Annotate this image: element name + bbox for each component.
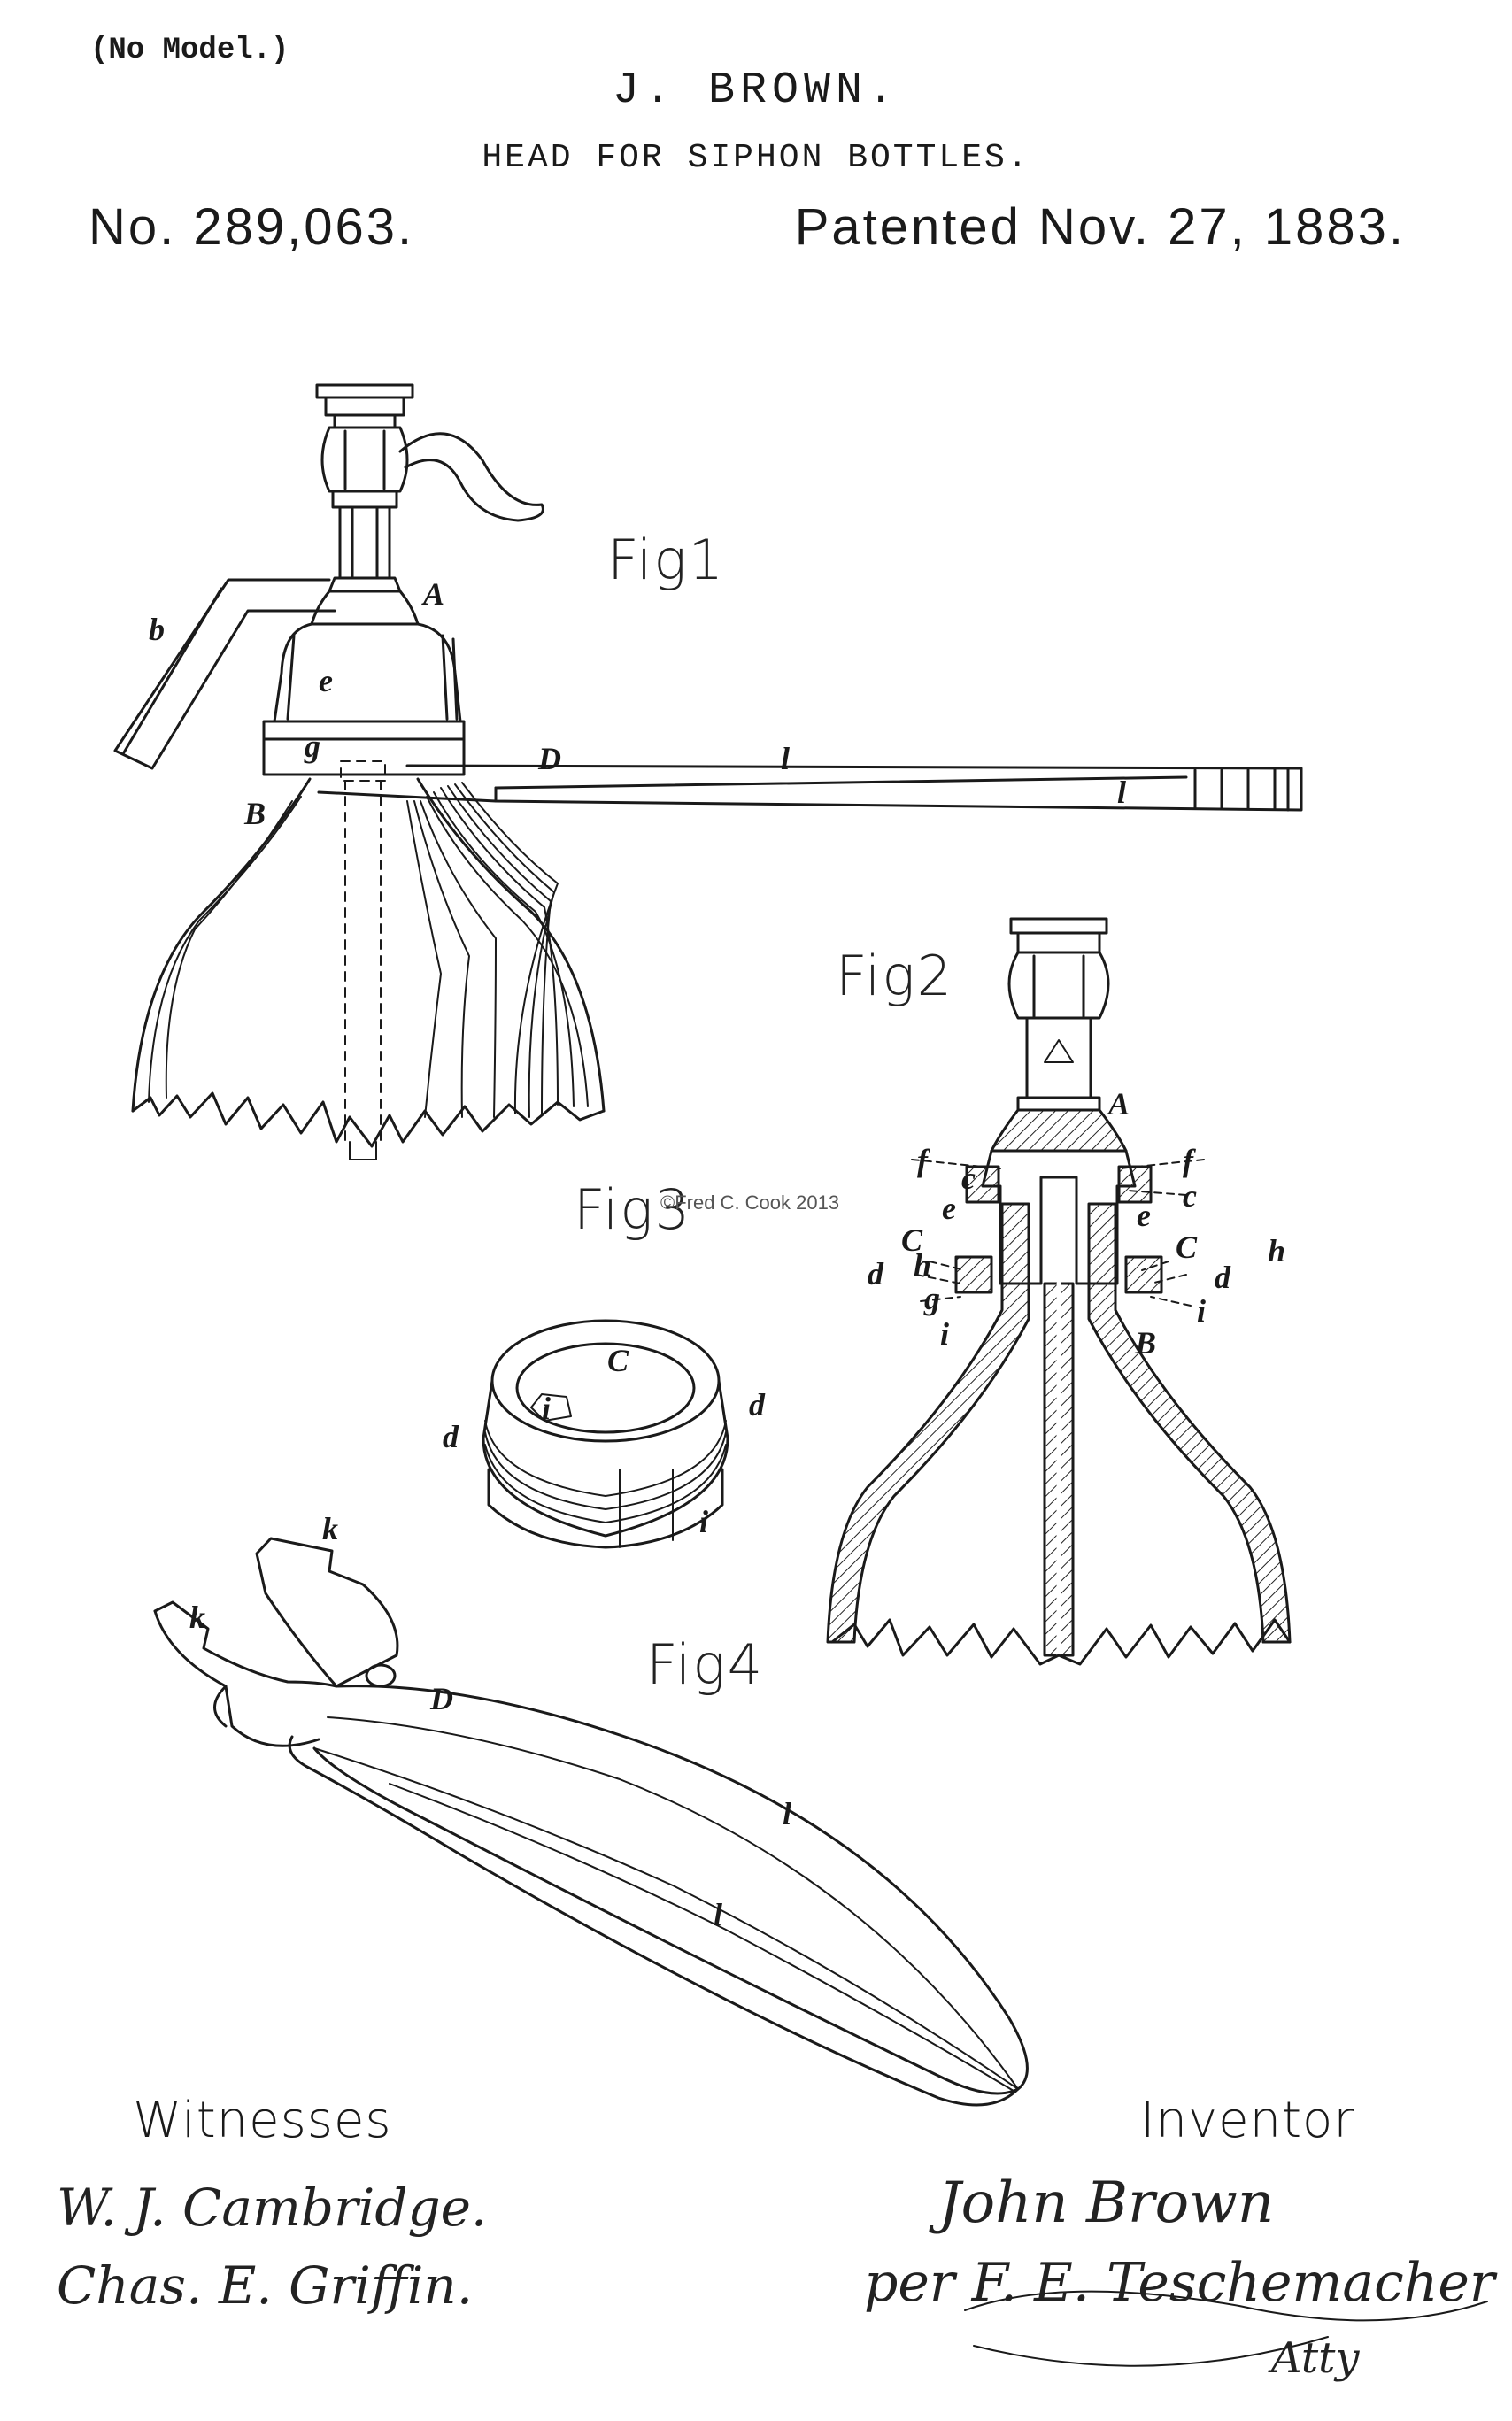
- signature-flourish: [964, 2290, 1488, 2367]
- fig1-ref-a: A: [423, 576, 445, 612]
- fig2-ref-a: A: [1108, 1086, 1130, 1122]
- fig4-label: Fig4: [646, 1632, 765, 1697]
- fig1-ref-l: l: [781, 741, 791, 776]
- fig3-label: Fig3: [574, 1177, 692, 1242]
- patent-date: Patented Nov. 27, 1883.: [794, 198, 1406, 256]
- fig1-siphon-head: [113, 383, 1303, 1160]
- witnesses-heading: Witnesses: [133, 2092, 392, 2149]
- fig1-ref-g: g: [305, 729, 320, 764]
- fig4-ref-k-left: k: [189, 1600, 205, 1635]
- patent-number: No. 289,063.: [89, 198, 415, 256]
- fig2-ref-i-left: i: [940, 1316, 950, 1352]
- fig4-ref-l-top: l: [783, 1796, 792, 1831]
- fig2-ref-h-right: h: [1268, 1233, 1286, 1268]
- fig2-ref-b: B: [1135, 1325, 1157, 1361]
- invention-title: HEAD FOR SIPHON BOTTLES.: [482, 139, 1030, 177]
- copyright-notice: ©Fred C. Cook 2013: [660, 1191, 840, 1214]
- fig2-ref-f-left: f: [917, 1143, 928, 1178]
- fig2-ref-i-right: i: [1197, 1293, 1207, 1329]
- fig2-label: Fig2: [836, 944, 954, 1008]
- inventor-heading: Inventor: [1140, 2092, 1355, 2149]
- fig1-ref-d: D: [538, 741, 561, 776]
- fig3-ref-d-right: d: [749, 1387, 765, 1423]
- witness-signature-1: W. J. Cambridge.: [57, 2178, 488, 2238]
- fig1-ref-l-2: l: [1117, 775, 1127, 810]
- fig2-ref-cc-left: C: [901, 1222, 923, 1258]
- fig2-ref-cc-right: C: [1176, 1230, 1198, 1265]
- witness-signature-2: Chas. E. Griffin.: [57, 2255, 474, 2316]
- inventor-name: J. BROWN.: [612, 66, 900, 116]
- fig4-ref-k-top: k: [322, 1511, 338, 1546]
- fig3-ref-i-bottom: i: [699, 1504, 709, 1539]
- fig4-wrench: [153, 1537, 1029, 2107]
- fig3-ref-i: i: [542, 1391, 552, 1426]
- fig2-ref-g: g: [924, 1281, 940, 1316]
- fig2-sectional-view: [826, 917, 1292, 1666]
- fig2-ref-d-right: d: [1215, 1260, 1230, 1295]
- inventor-signature: John Brown: [938, 2170, 1275, 2236]
- fig1-ref-e: e: [319, 663, 333, 698]
- fig2-ref-e-left: e: [942, 1191, 956, 1226]
- fig2-ref-h-left: h: [914, 1247, 932, 1283]
- fig1-ref-b: b: [149, 612, 165, 647]
- fig3-ref-d-left: d: [443, 1419, 459, 1454]
- fig1-ref-b-bottle: B: [244, 796, 266, 831]
- fig1-label: Fig1: [607, 528, 726, 592]
- attorney-suffix: Atty: [1271, 2333, 1360, 2383]
- fig2-ref-c-left: c: [961, 1160, 976, 1196]
- fig2-ref-f-right: f: [1183, 1143, 1193, 1178]
- fig4-ref-l-bottom: l: [714, 1897, 723, 1932]
- no-model-note: (No Model.): [90, 34, 289, 67]
- fig2-ref-d-left: d: [868, 1256, 883, 1291]
- fig3-ref-c: C: [607, 1343, 629, 1378]
- fig4-ref-d: D: [430, 1681, 453, 1716]
- fig2-ref-e-right: e: [1137, 1198, 1151, 1233]
- attorney-signature: per F. E. Teschemacher: [864, 2252, 1495, 2314]
- fig2-ref-c-right: c: [1183, 1178, 1197, 1214]
- fig3-coupling-ring: [482, 1319, 729, 1549]
